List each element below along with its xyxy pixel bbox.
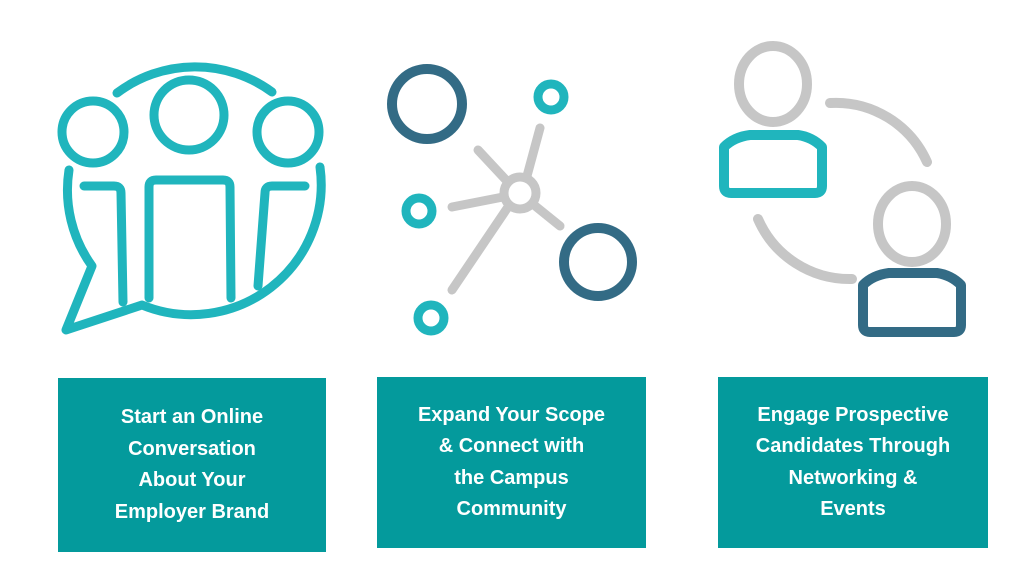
speech-bubble-people-icon — [57, 62, 326, 335]
card-campus-community: Expand Your Scope & Connect with the Cam… — [377, 377, 646, 548]
card-networking-events: Engage Prospective Candidates Through Ne… — [718, 377, 988, 548]
people-exchange-icon — [719, 41, 966, 337]
card-employer-brand: Start an Online Conversation About Your … — [58, 378, 326, 552]
network-nodes-icon — [387, 64, 637, 336]
card-label: Expand Your Scope & Connect with the Cam… — [417, 403, 606, 521]
card-label: Engage Prospective Candidates Through Ne… — [755, 403, 951, 521]
card-label: Start an Online Conversation About Your … — [114, 406, 270, 523]
